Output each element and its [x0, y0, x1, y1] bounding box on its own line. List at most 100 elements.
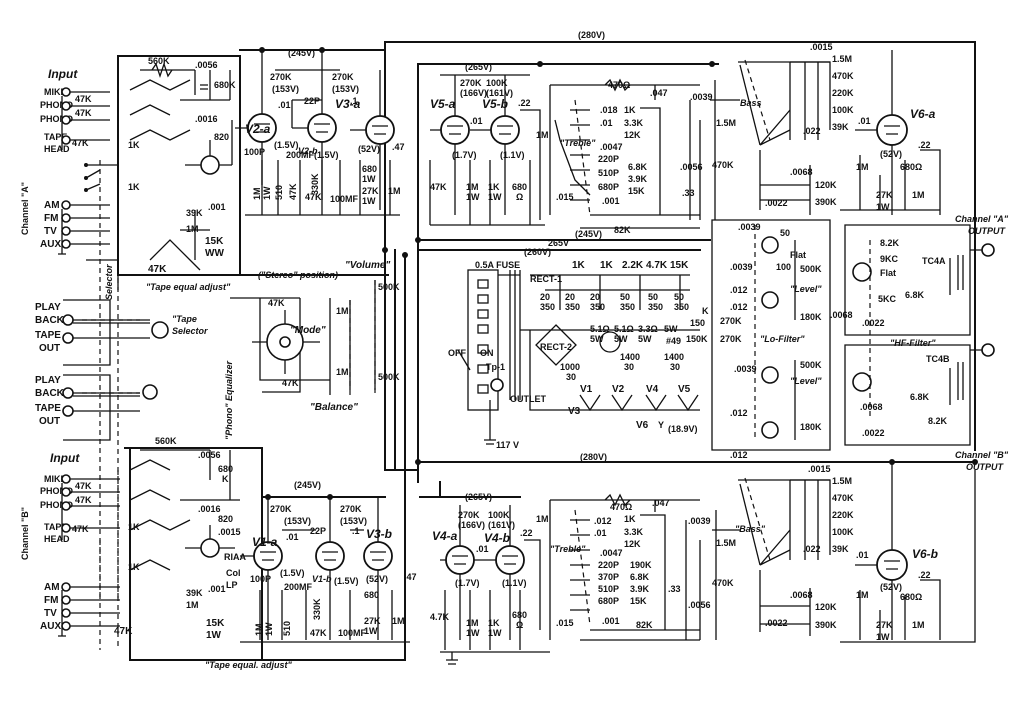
ta-161v: (161V): [486, 88, 513, 98]
ps-v1: V1: [580, 384, 593, 395]
b-1m-2: 1M: [392, 616, 405, 626]
volume-label: "Volume": [345, 260, 390, 271]
jack-fm-a[interactable]: [61, 213, 71, 223]
jack-mike-b[interactable]: [61, 474, 71, 484]
lo-filter-switch-4[interactable]: [761, 421, 779, 439]
ps-c50c: 50: [674, 292, 684, 302]
eq-switch-b[interactable]: [200, 538, 220, 558]
rail-label-a-245: (245V): [288, 48, 315, 58]
mode-47k-1: 47K: [268, 298, 285, 308]
res-47k-b1: 47K: [75, 481, 92, 491]
f-c0039b: .0039: [730, 262, 753, 272]
v5a-label: V5-a: [430, 97, 456, 111]
eq-a-1m: 1M: [186, 224, 199, 234]
ps-5wc: 5W: [638, 334, 652, 344]
mode-47k-2: 47K: [282, 378, 299, 388]
hf-filter-switch-b[interactable]: [852, 372, 872, 392]
hf-filter-switch-a[interactable]: [852, 262, 872, 282]
ps-47k: 4.7K: [646, 260, 668, 271]
b-c100p: 100P: [250, 574, 271, 584]
jack-phono2-a[interactable]: [61, 115, 71, 125]
f-82k1: 8.2K: [880, 238, 900, 248]
jack-phono1-a[interactable]: [61, 101, 71, 111]
bal-1m-1: 1M: [336, 306, 349, 316]
tb-ohm: Ω: [516, 620, 523, 630]
ob-1m-2: 1M: [912, 620, 925, 630]
rail-label-ps-265: 265V: [548, 238, 569, 248]
jack-phono2-b[interactable]: [61, 501, 71, 511]
f-500k: 500K: [800, 264, 822, 274]
bb-bass: "Bass": [735, 524, 766, 534]
tb-c0047: .0047: [600, 548, 623, 558]
back1: BACK: [35, 315, 65, 326]
ob-c01: .01: [856, 550, 869, 560]
tape-selector-switch[interactable]: [151, 321, 169, 339]
ta-c047: .047: [650, 88, 668, 98]
tube-v3a: [365, 115, 395, 145]
jack-am-a[interactable]: [61, 200, 71, 210]
eq-a-820: 820: [214, 132, 229, 142]
f-180k1: 180K: [800, 312, 822, 322]
jack-fm-b[interactable]: [61, 595, 71, 605]
output-jack-a[interactable]: [981, 243, 995, 257]
vol-500k-2: 500K: [378, 372, 400, 382]
jack-aux-a[interactable]: [61, 239, 71, 249]
lo-filter-switch-2[interactable]: [761, 291, 779, 309]
tape-equal-adjust-b: "Tape equal. adjust": [205, 660, 292, 670]
bb-220k: 220K: [832, 510, 854, 520]
ps-22k: 2.2K: [622, 260, 644, 271]
vol-500k-1: 500K: [378, 282, 400, 292]
tb-c510p: 510P: [598, 584, 619, 594]
phono-eq-b: 560K .0056 680 K .0016 820 .001 .0015 Co…: [99, 436, 292, 670]
lo-filter-switch-1[interactable]: [761, 236, 779, 254]
b-1m: 1M: [254, 623, 264, 636]
phono-eq-label: "Phono" Equalizer: [224, 360, 234, 440]
ps-rect2: RECT-2: [540, 342, 572, 352]
a-c47: .47: [392, 142, 405, 152]
out1: OUT: [39, 343, 60, 354]
lo-filter-switch-3[interactable]: [761, 366, 779, 384]
f-flat2: Flat: [880, 268, 896, 278]
jack-tv-a[interactable]: [61, 226, 71, 236]
b-270k-2: 270K: [340, 504, 362, 514]
tb-c015: .015: [556, 618, 574, 628]
b-47k: 47K: [310, 628, 327, 638]
jack-b-phono1: PHONO: [40, 486, 73, 496]
eq-switch-a[interactable]: [200, 155, 220, 175]
jack-b-phono2: PHONO: [40, 500, 73, 510]
eq-b-820: 820: [218, 514, 233, 524]
b-510: 510: [282, 621, 292, 636]
oa-c22: .22: [918, 140, 931, 150]
phono-eq-a: 560K .0056 680K .0016 820 .001 39K 1M 15…: [140, 56, 236, 292]
ba-c0022: .0022: [765, 198, 788, 208]
jack-tv-b[interactable]: [61, 608, 71, 618]
ta-15k: 15K: [628, 186, 645, 196]
jack-am-b[interactable]: [61, 582, 71, 592]
jack-tape-head-b[interactable]: [61, 523, 71, 533]
b-1-5v-b: (1.5V): [334, 576, 359, 586]
jack-mike-a[interactable]: [61, 87, 71, 97]
a-153v-2: (153V): [332, 84, 359, 94]
channel-b-label: Channel "B": [20, 507, 30, 560]
f-lofilter: "Lo-Filter": [760, 334, 805, 344]
jack-aux-b[interactable]: [61, 621, 71, 631]
output-jack-b-top[interactable]: [981, 343, 995, 357]
eq-b-680: 680: [218, 464, 233, 474]
rail-label-mid: (280V): [580, 452, 607, 462]
eq-b-col: Col: [226, 568, 241, 578]
tape-selector-switch-b[interactable]: [142, 384, 158, 400]
bb-120k: 120K: [815, 602, 837, 612]
f-82k2: 8.2K: [928, 416, 948, 426]
jack-phono1-b[interactable]: [61, 487, 71, 497]
rail-label-b-245: (245V): [294, 480, 321, 490]
b-1w: 1W: [264, 622, 274, 636]
jack-play-back-2[interactable]: [62, 387, 74, 399]
f-level1: "Level": [790, 284, 822, 294]
ta-68k: 6.8K: [628, 162, 648, 172]
ps-v2: V2: [612, 384, 625, 395]
jack-tape-head-a[interactable]: [61, 135, 71, 145]
jack-tape-out-2[interactable]: [62, 405, 74, 417]
ta-1k: 1K: [488, 182, 500, 192]
jack-tape-out-1[interactable]: [62, 332, 74, 344]
jack-play-back-1[interactable]: [62, 314, 74, 326]
